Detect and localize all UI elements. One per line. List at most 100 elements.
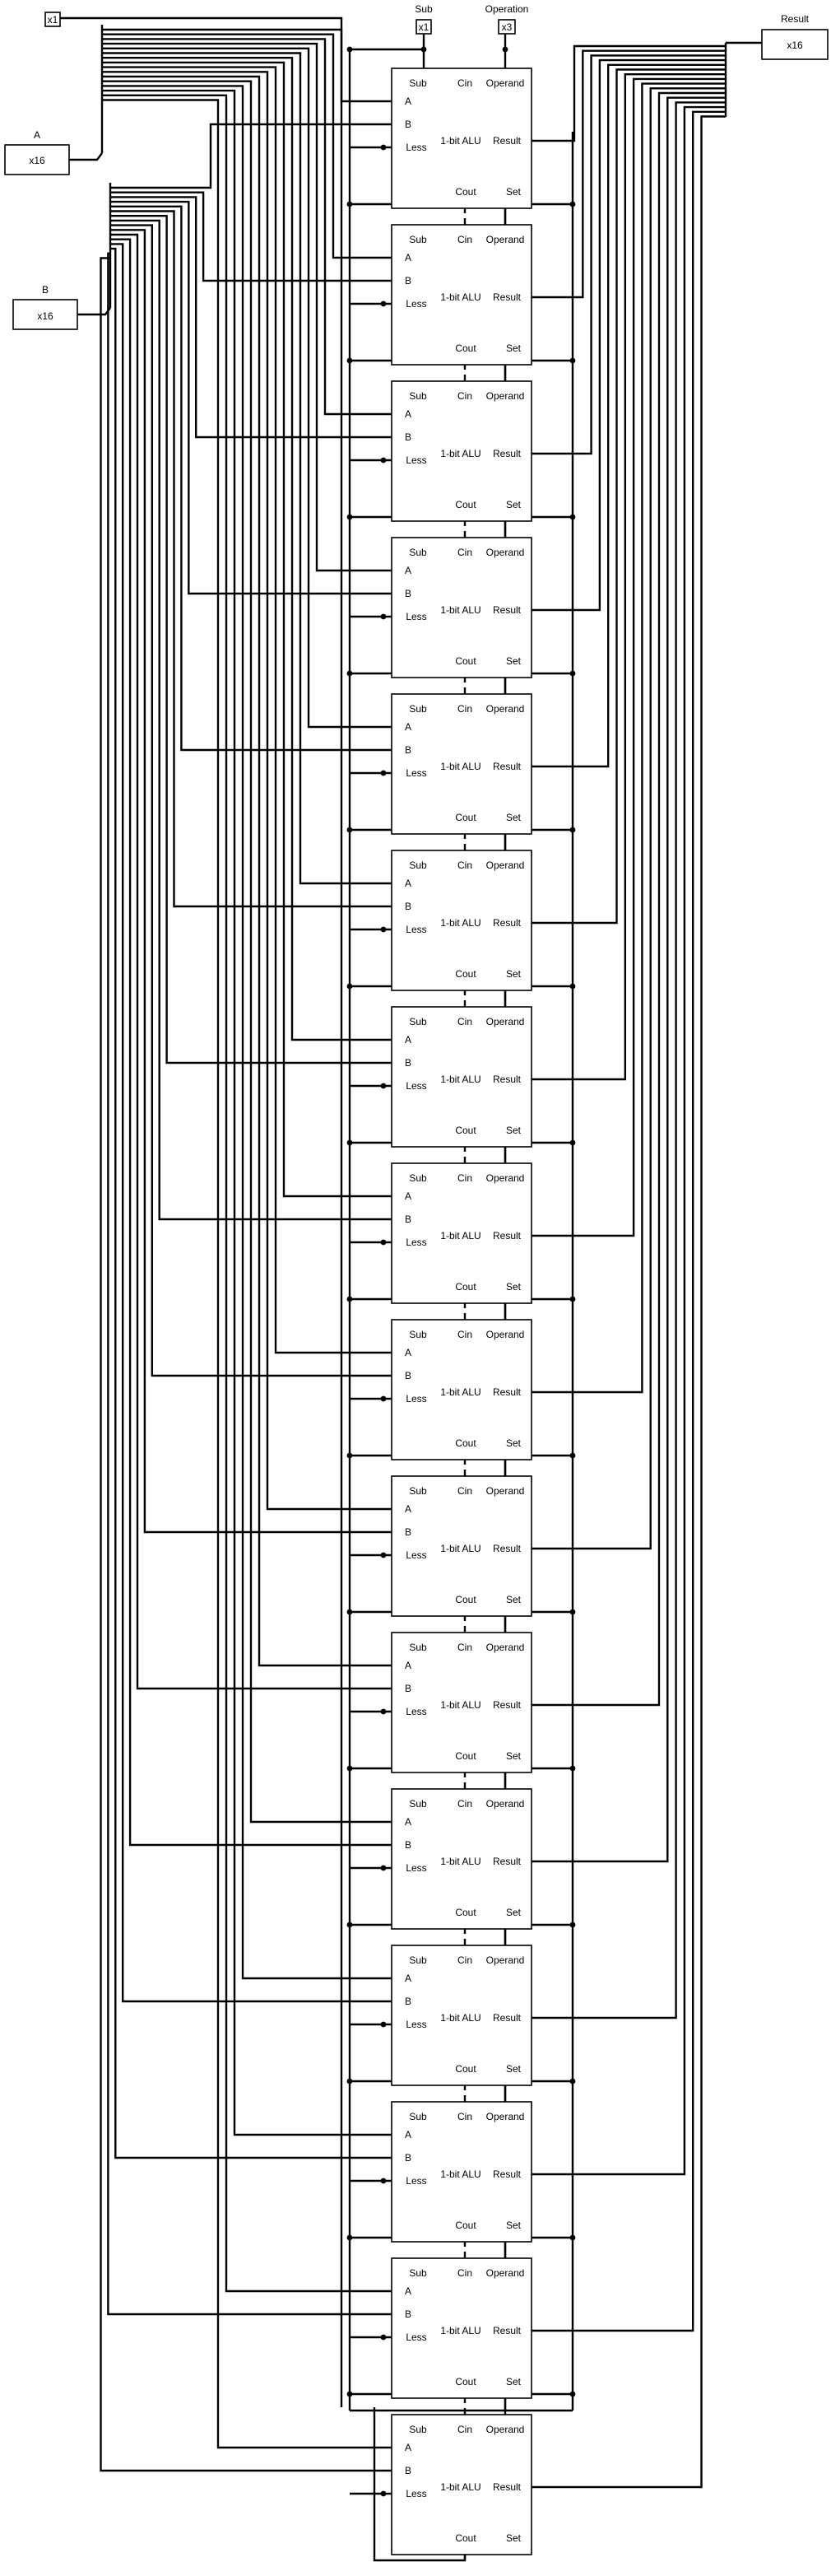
alu-b-label: B <box>405 275 411 286</box>
operation-pin[interactable]: Operation x3 <box>485 3 529 35</box>
b-bus-wire <box>77 307 111 316</box>
constant-pin[interactable]: x1 <box>44 12 61 27</box>
alu-title: 1-bit ALU <box>440 1386 480 1398</box>
a-bit-wire <box>102 56 392 1041</box>
alu-less-label: Less <box>406 1862 426 1874</box>
alu-b-label: B <box>405 2152 411 2164</box>
less-junction-dot <box>380 1239 387 1246</box>
alu-b-label: B <box>405 1057 411 1069</box>
alu-result-label: Result <box>493 1543 522 1554</box>
alu-result-label: Result <box>493 291 522 303</box>
rail-junction-dot <box>569 514 576 520</box>
a-bit-wire <box>102 94 392 2293</box>
wire-layer <box>60 16 762 2562</box>
result-pin-width: x16 <box>787 40 803 51</box>
rail-junction-dot <box>569 983 576 990</box>
sub-pin[interactable]: Sub x1 <box>415 3 433 35</box>
alu-a-label: A <box>405 1660 411 1671</box>
result-bit-wire <box>532 87 726 1550</box>
a-pin-label: A <box>34 129 40 141</box>
less-junction-dot <box>380 1865 387 1871</box>
alu-less-label: Less <box>406 1549 426 1561</box>
alu-cout-label: Cout <box>455 2063 476 2075</box>
alu-title: 1-bit ALU <box>440 1074 480 1085</box>
alu-set-label: Set <box>506 1907 522 1918</box>
alu-cout-label: Cout <box>455 186 476 198</box>
rail-junction-dot <box>346 1139 353 1146</box>
result-bit-wire <box>532 58 726 612</box>
alu-box <box>391 1788 532 1930</box>
alu-less-label: Less <box>406 1706 426 1717</box>
alu-a-label: A <box>405 878 411 889</box>
alu-sub-label: Sub <box>409 1172 427 1184</box>
b-bit-wire <box>110 229 392 1534</box>
alu-less-label: Less <box>406 142 426 153</box>
alu-box <box>391 68 532 209</box>
alu-title: 1-bit ALU <box>440 1230 480 1241</box>
alu-cin-label: Cin <box>457 2267 472 2279</box>
alu-operand-label: Operand <box>486 234 525 245</box>
rail-junction-dot <box>346 827 353 833</box>
alu-b-label: B <box>405 1213 411 1225</box>
alu-title: 1-bit ALU <box>440 2481 480 2493</box>
alu-b-label: B <box>405 1370 411 1381</box>
alu-less-label: Less <box>406 1393 426 1404</box>
alu-result-label: Result <box>493 2481 522 2493</box>
alu-cin-label: Cin <box>457 1642 472 1653</box>
alu-a-label: A <box>405 1347 411 1358</box>
alu-set-label: Set <box>506 1750 522 1762</box>
alu-b-label: B <box>405 119 411 130</box>
b-input-pin[interactable]: B x16 <box>12 284 78 330</box>
alu-result-label: Result <box>493 135 522 147</box>
sub-junction-dot <box>346 46 353 53</box>
b-pin-width: x16 <box>37 310 53 322</box>
alu-sub-label: Sub <box>409 234 427 245</box>
alu-result-label: Result <box>493 1230 522 1241</box>
result-bit-wire <box>532 44 726 142</box>
alu-a-label: A <box>405 2442 411 2453</box>
alu-operand-label: Operand <box>486 859 525 871</box>
alu-sub-label: Sub <box>409 2424 427 2435</box>
alu-b-label: B <box>405 431 411 443</box>
rail-junction-dot <box>569 827 576 833</box>
result-bit-wire <box>532 77 726 1237</box>
alu-b-label: B <box>405 1839 411 1851</box>
alu-sub-label: Sub <box>409 547 427 558</box>
sub-pin-label: Sub <box>415 3 433 15</box>
alu-sub-label: Sub <box>409 859 427 871</box>
a-input-pin[interactable]: A x16 <box>4 129 70 175</box>
result-output-pin[interactable]: Result x16 <box>761 13 829 60</box>
alu-set-label: Set <box>506 655 522 667</box>
alu-set-label: Set <box>506 1437 522 1449</box>
alu-title: 1-bit ALU <box>440 448 480 459</box>
alu-less-label: Less <box>406 2175 426 2187</box>
result-bit-wire <box>532 54 726 455</box>
alu-title: 1-bit ALU <box>440 1543 480 1554</box>
alu-cout-label: Cout <box>455 812 476 823</box>
alu-operand-label: Operand <box>486 1485 525 1497</box>
a-bit-wire <box>102 75 392 1667</box>
a-bit-wire <box>102 80 392 1824</box>
a-bit-wire <box>102 85 392 1980</box>
b-pin-label: B <box>42 284 49 296</box>
a-bit-wire <box>102 33 392 259</box>
alu-cout-label: Cout <box>455 342 476 354</box>
alu-box <box>391 693 532 835</box>
alu-cin-label: Cin <box>457 547 472 558</box>
